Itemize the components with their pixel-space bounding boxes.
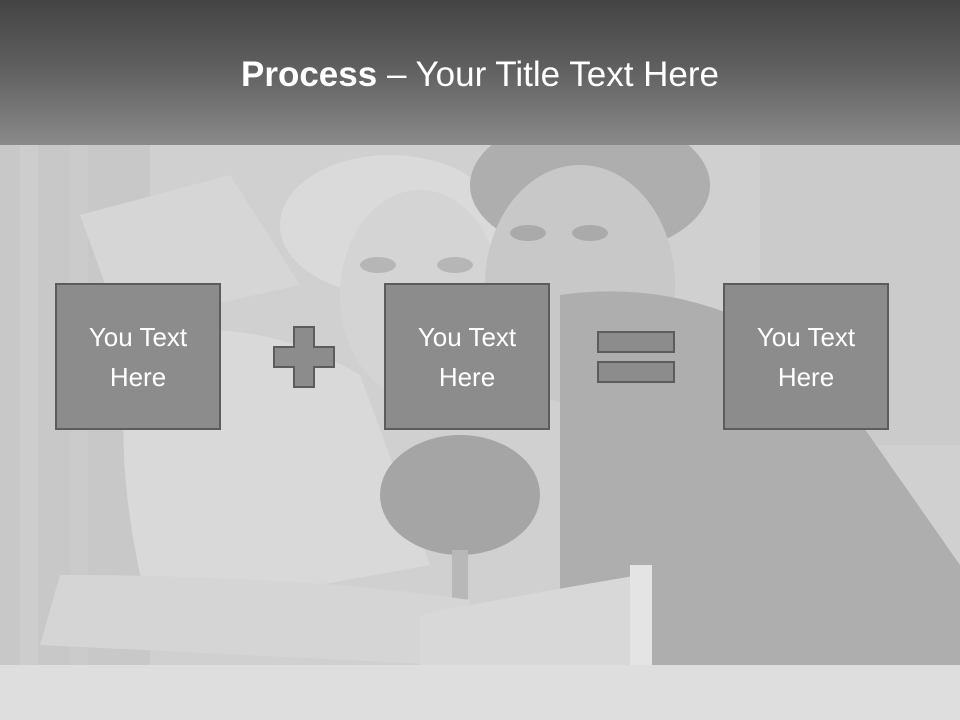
slide-title[interactable]: Process – Your Title Text Here [0, 52, 960, 98]
title-bar: Process – Your Title Text Here [0, 0, 960, 145]
process-box-3-line1: You Text [756, 321, 856, 352]
process-box-2-line2: Here [438, 361, 496, 392]
process-box-2-line1: You Text [417, 321, 517, 352]
title-bold-text: Process [241, 55, 378, 94]
couple-photo-illustration [0, 145, 960, 720]
process-box-3-line2: Here [777, 361, 835, 392]
process-box-2[interactable]: You Text Here [384, 283, 550, 430]
process-box-1[interactable]: You Text Here [55, 283, 221, 430]
title-rest-text: – Your Title Text Here [377, 55, 719, 94]
equals-icon [597, 331, 675, 383]
process-box-1-line1: You Text [88, 321, 188, 352]
process-box-3[interactable]: You Text Here [723, 283, 889, 430]
plus-icon [273, 326, 335, 388]
background-photo [0, 145, 960, 720]
process-box-1-line2: Here [109, 361, 167, 392]
